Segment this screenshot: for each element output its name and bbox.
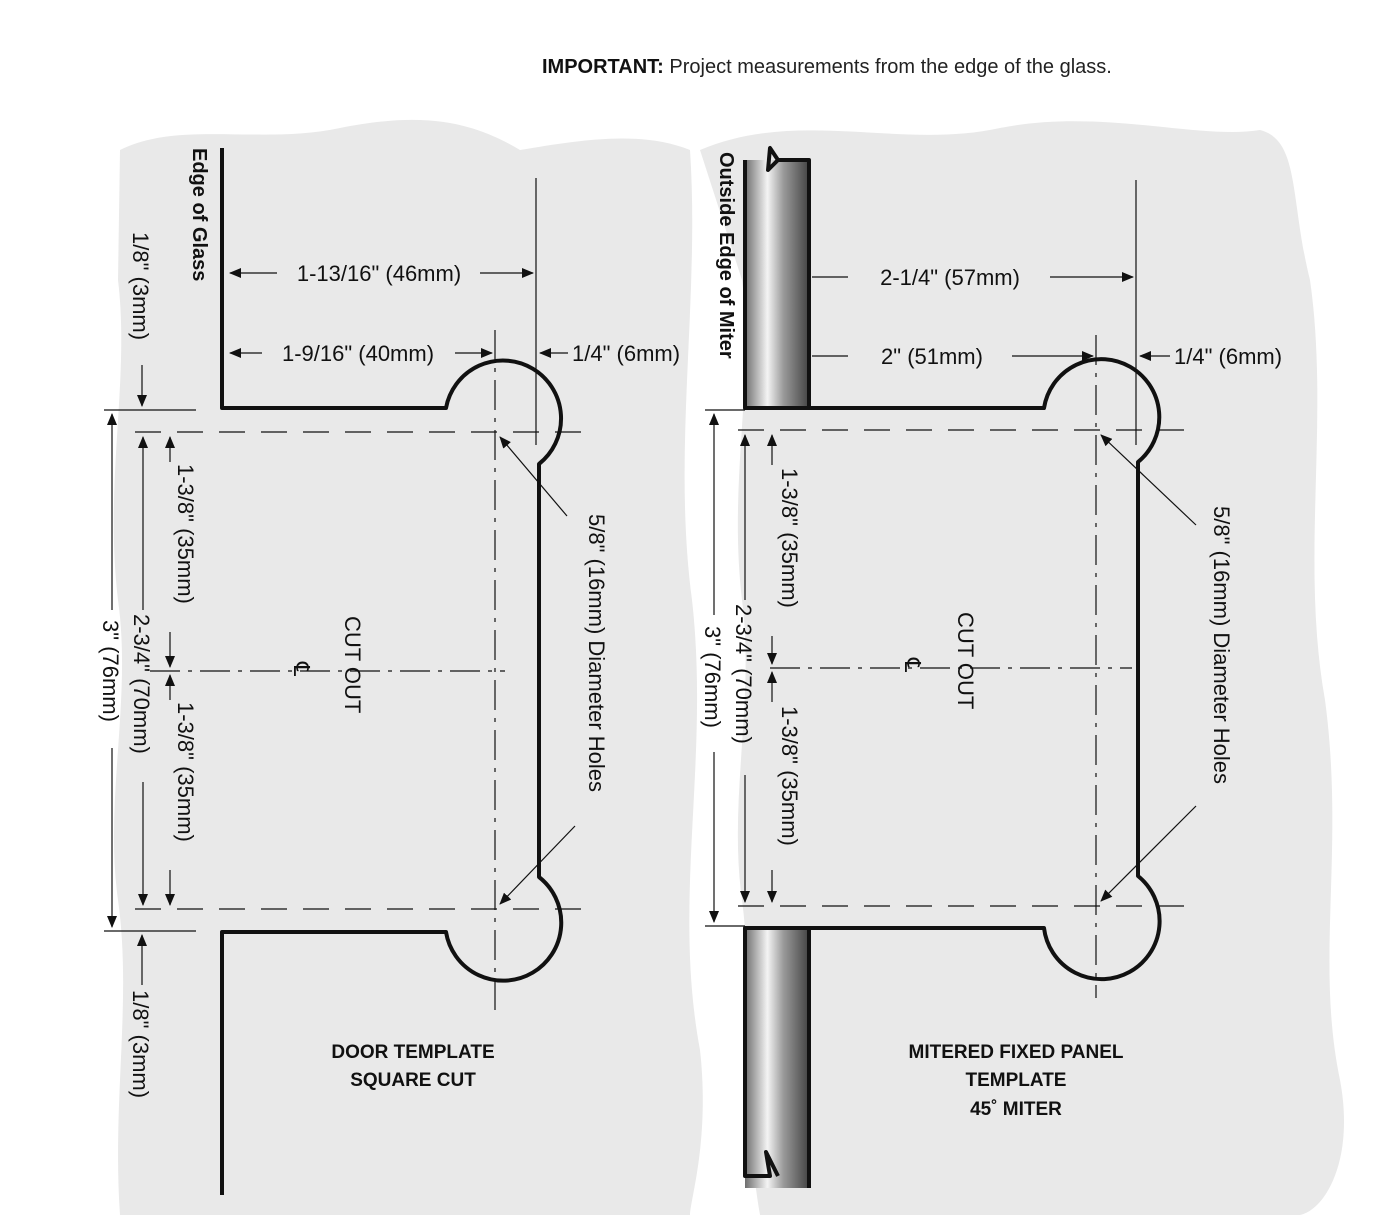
- door-dim-gap-bottom: 1/8" (3mm): [128, 990, 153, 1098]
- panel-dim-overall: 3" (76mm): [700, 626, 725, 728]
- door-template: 1-13/16" (46mm) 1-9/16" (40mm) 1/4" (6mm…: [98, 148, 680, 1195]
- important-note-text: Project measurements from the edge of th…: [669, 56, 1112, 78]
- door-dim-half-upper: 1-3/8" (35mm): [173, 464, 198, 604]
- panel-dim-hole: 2" (51mm): [881, 344, 983, 369]
- panel-miter-outline-top: [743, 146, 811, 410]
- panel-miter-outline-bottom: [743, 926, 811, 1188]
- panel-hole-leader-top: [1100, 434, 1197, 526]
- door-dim-hole-span: 2-3/4" (70mm): [129, 614, 154, 754]
- door-dim-total: 1-13/16" (46mm): [297, 261, 461, 286]
- panel-title-line2: TEMPLATE: [966, 1070, 1067, 1091]
- panel-hole-label: 5/8" (16mm) Diameter Holes: [1209, 506, 1234, 784]
- important-note: IMPORTANT: Project measurements from the…: [542, 56, 1112, 79]
- panel-dim-offset: 1/4" (6mm): [1174, 344, 1282, 369]
- panel-miter-edge-top: [745, 160, 809, 408]
- door-dim-overall: 3" (76mm): [98, 620, 123, 722]
- panel-hole-leader-bottom: [1100, 805, 1197, 902]
- panel-cutout-label: CUT OUT: [953, 612, 978, 709]
- panel-title-line3: 45˚ MITER: [970, 1099, 1062, 1120]
- panel-centerline-symbol: ℄: [900, 657, 925, 673]
- door-title-line1: DOOR TEMPLATE: [331, 1042, 494, 1063]
- door-dim-gap-top: 1/8" (3mm): [128, 232, 153, 340]
- door-dim-hole: 1-9/16" (40mm): [282, 341, 434, 366]
- panel-title-line1: MITERED FIXED PANEL: [909, 1042, 1124, 1063]
- panel-template: 2-1/4" (57mm) 2" (51mm) 1/4" (6mm) Outsi…: [700, 146, 1282, 1188]
- door-cutout-outline: [220, 148, 564, 1195]
- panel-dim-total: 2-1/4" (57mm): [880, 265, 1020, 290]
- door-hole-label: 5/8" (16mm) Diameter Holes: [584, 514, 609, 792]
- door-hole-leader-bottom: [499, 825, 576, 905]
- panel-dim-half-upper: 1-3/8" (35mm): [777, 468, 802, 608]
- door-title-line2: SQUARE CUT: [350, 1070, 476, 1091]
- panel-miter-edge-bottom: [745, 928, 809, 1188]
- door-dim-offset: 1/4" (6mm): [572, 341, 680, 366]
- door-edge-label: Edge of Glass: [188, 148, 210, 281]
- panel-dim-hole-span: 2-3/4" (70mm): [731, 604, 756, 744]
- door-centerline-symbol: ℄: [289, 661, 314, 677]
- door-hole-leader-top: [499, 436, 568, 517]
- important-note-label: IMPORTANT:: [542, 56, 664, 78]
- panel-edge-label: Outside Edge of Miter: [715, 152, 737, 359]
- door-cutout-label: CUT OUT: [340, 616, 365, 713]
- panel-dim-half-lower: 1-3/8" (35mm): [777, 706, 802, 846]
- door-dim-half-lower: 1-3/8" (35mm): [173, 702, 198, 842]
